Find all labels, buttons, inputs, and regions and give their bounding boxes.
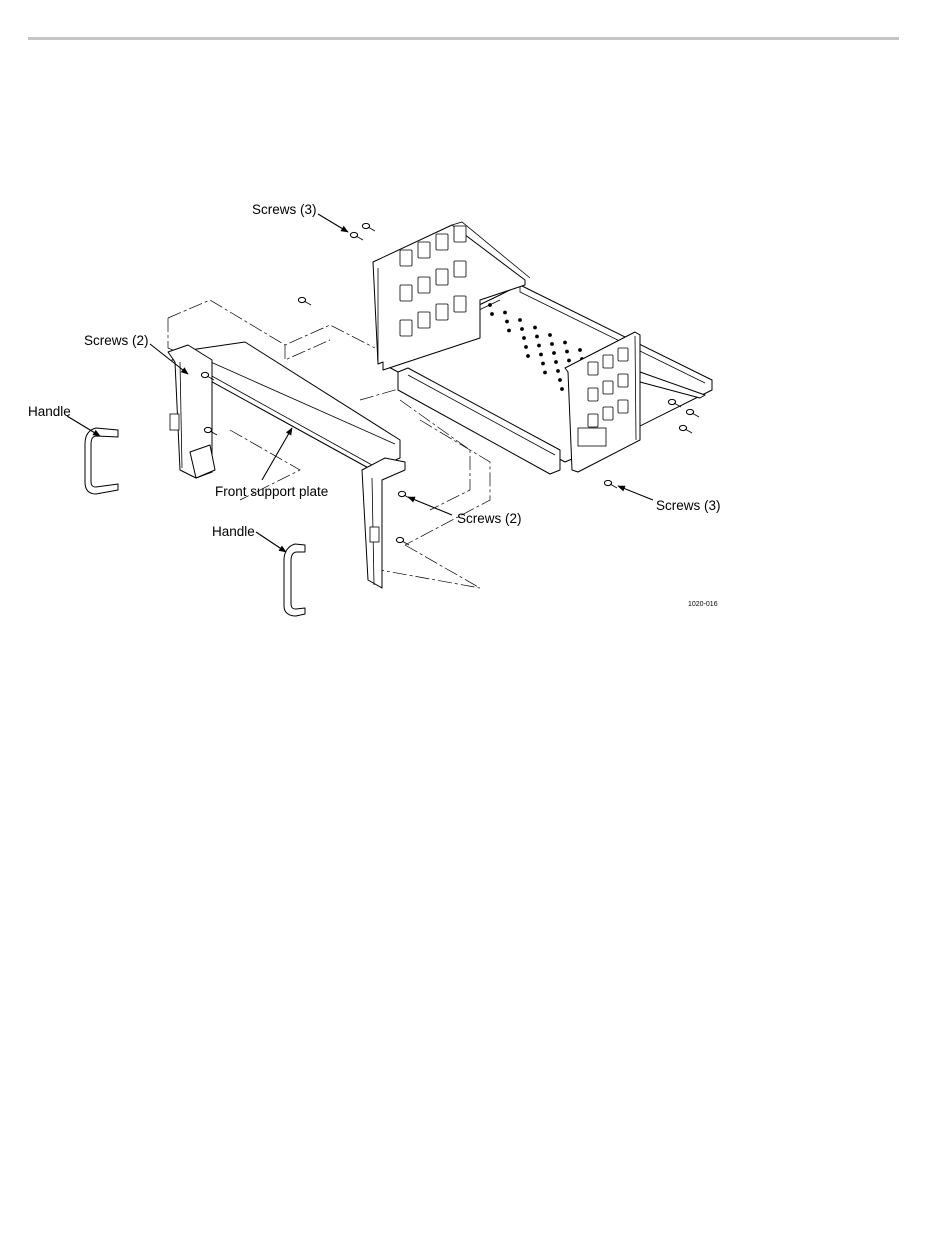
panel-cutout: [578, 428, 606, 446]
panel-cutout: [603, 355, 613, 368]
perforation-hole: [539, 353, 543, 357]
panel-cutout: [400, 285, 412, 301]
panel-cutout: [418, 277, 430, 293]
panel-cutout: [618, 374, 628, 387]
screw: [686, 409, 699, 417]
perforation-hole: [537, 344, 541, 348]
left-front-bracket: [168, 345, 215, 478]
panel-cutout: [400, 250, 412, 266]
label-screws-left: Screws (2): [84, 333, 149, 348]
perforation-hole: [518, 318, 522, 322]
perforation-hole: [524, 345, 528, 349]
label-screws-top: Screws (3): [252, 202, 317, 217]
perforation-hole: [556, 369, 560, 373]
panel-cutout: [588, 414, 598, 427]
perforation-hole: [550, 342, 554, 346]
panel-cutout: [618, 348, 628, 361]
panel-cutout: [454, 226, 466, 242]
screw: [298, 297, 311, 305]
perforation-hole: [490, 312, 494, 316]
panel-cutout: [603, 407, 613, 420]
perforation-hole: [560, 387, 564, 391]
panel-cutout: [436, 234, 448, 250]
panel-cutout: [400, 320, 412, 336]
panel-cutout: [418, 312, 430, 328]
perforation-hole: [526, 354, 530, 358]
perforation-hole: [567, 359, 571, 363]
perforation-hole: [554, 360, 558, 364]
left-handle: [85, 428, 118, 494]
perforation-hole: [565, 350, 569, 354]
perforation-hole: [552, 351, 556, 355]
perforation-hole: [535, 335, 539, 339]
label-front-support-plate: Front support plate: [215, 484, 328, 499]
perforation-hole: [488, 303, 492, 307]
perforation-hole: [548, 333, 552, 337]
panel-cutout: [454, 261, 466, 277]
panel-cutout: [603, 381, 613, 394]
screw: [350, 232, 363, 240]
label-screws-front: Screws (2): [457, 511, 522, 526]
perforation-hole: [543, 371, 547, 375]
label-screws-right: Screws (3): [656, 498, 721, 513]
perforation-hole: [558, 378, 562, 382]
panel-cutout: [418, 242, 430, 258]
panel-cutout: [454, 296, 466, 312]
screw: [396, 537, 409, 545]
perforation-hole: [533, 326, 537, 330]
perforation-hole: [520, 327, 524, 331]
perforation-hole: [503, 311, 507, 315]
panel-cutout: [436, 269, 448, 285]
label-handle-bottom: Handle: [212, 524, 255, 539]
label-handle-left: Handle: [28, 404, 71, 419]
figure-id: 1020-016: [688, 601, 718, 608]
panel-cutout: [618, 400, 628, 413]
panel-cutout: [588, 362, 598, 375]
perforation-hole: [505, 320, 509, 324]
perforation-hole: [522, 336, 526, 340]
right-front-bracket: [362, 458, 405, 588]
screw: [604, 480, 617, 488]
panel-cutout: [436, 304, 448, 320]
perforation-hole: [578, 348, 582, 352]
perforation-hole: [541, 362, 545, 366]
bottom-handle: [284, 544, 305, 616]
screw: [679, 425, 692, 433]
perforation-hole: [507, 329, 511, 333]
perforation-hole: [563, 341, 567, 345]
screw: [362, 223, 375, 231]
panel-cutout: [588, 388, 598, 401]
